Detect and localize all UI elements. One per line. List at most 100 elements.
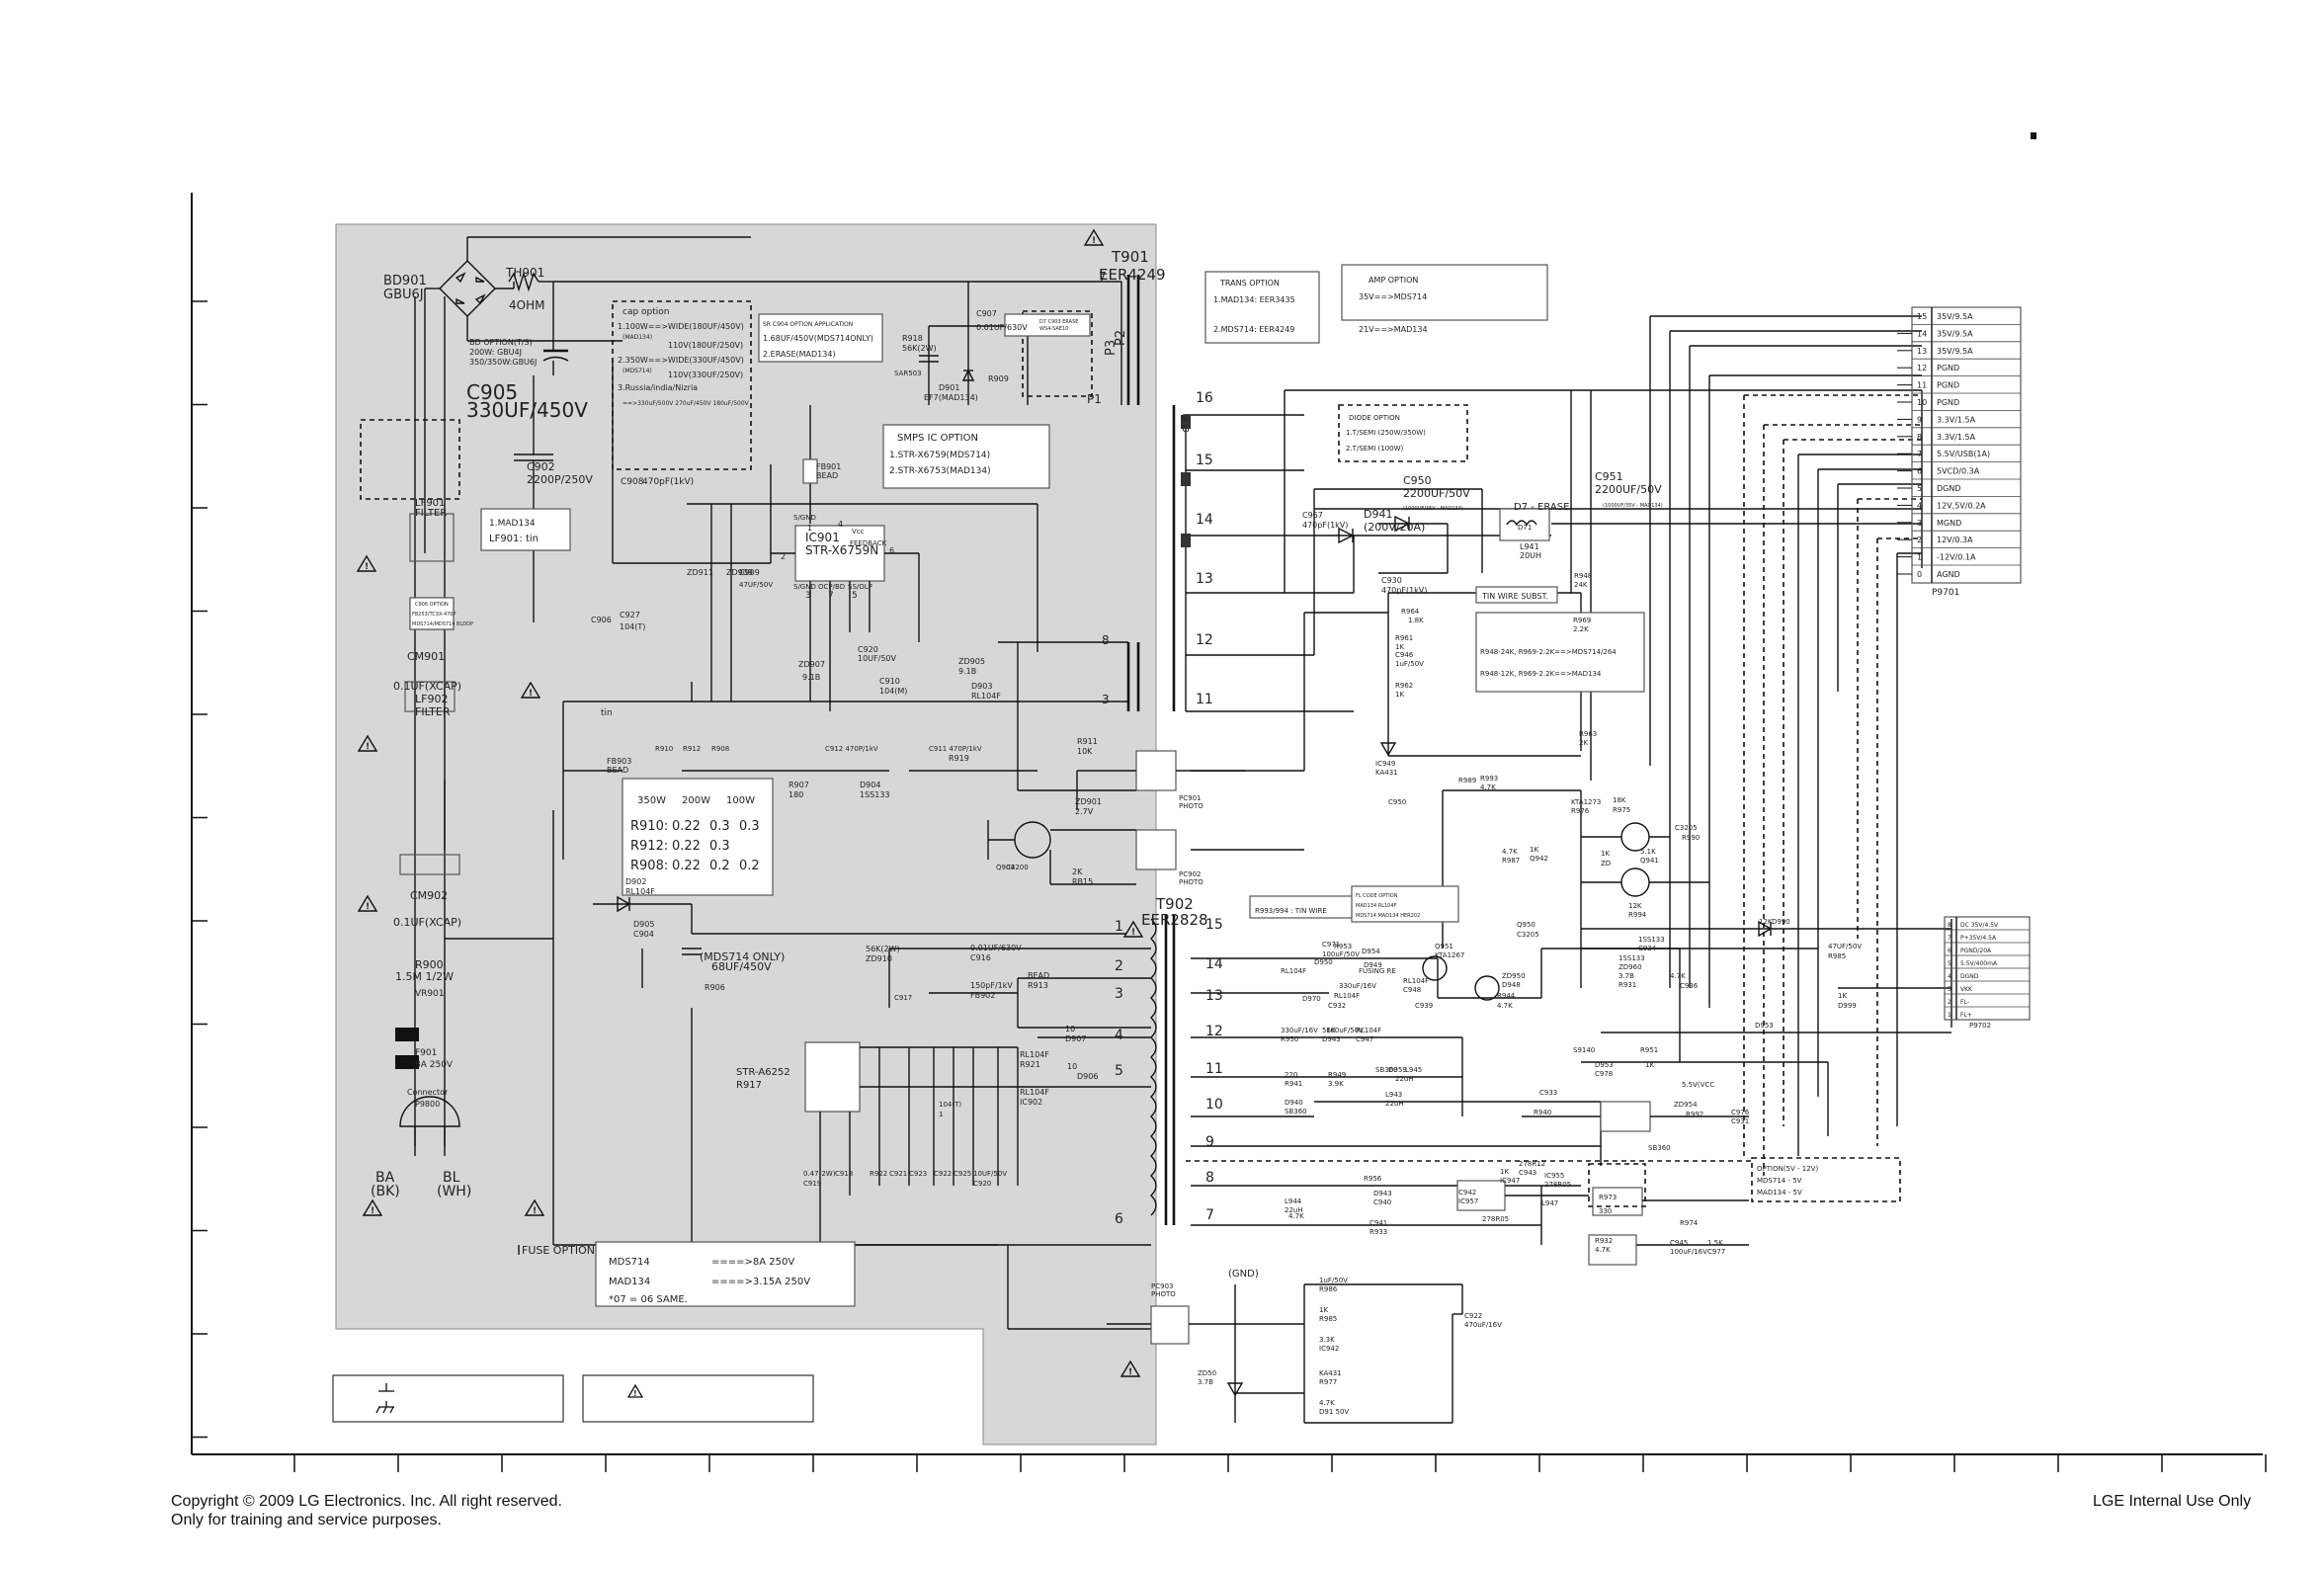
svg-text:ZD911: ZD911	[687, 568, 713, 577]
component-ref-label: SB360	[1285, 1108, 1307, 1115]
svg-text:0.2: 0.2	[709, 859, 730, 873]
svg-text:C927: C927	[620, 611, 640, 619]
svg-text:15: 15	[1205, 917, 1223, 933]
component-ref-label: 4.7K	[1670, 972, 1686, 980]
component-ref-label: 22uH	[1285, 1206, 1303, 1214]
svg-text:RB15: RB15	[1072, 877, 1093, 886]
component-ref-label: 5.1K	[1640, 848, 1656, 856]
component-ref-label: D999	[1838, 1002, 1857, 1010]
svg-text:1.100W==>WIDE(180UF/450V): 1.100W==>WIDE(180UF/450V)	[618, 322, 744, 331]
component-ref-label: D949	[1364, 961, 1382, 969]
svg-text:TH901: TH901	[505, 266, 544, 280]
component-ref-label: R961	[1395, 634, 1413, 642]
p9702-pin-number: 1	[1948, 1012, 1951, 1019]
component-ref-label: 12K	[1628, 902, 1642, 910]
svg-text:104(T): 104(T)	[620, 622, 645, 631]
p9702-pin-label: 5.5V/400mA	[1960, 960, 1998, 967]
component-ref-label: IC947	[1500, 1177, 1520, 1185]
svg-text:R948-12K, R969-2.2K==>MAD134: R948-12K, R969-2.2K==>MAD134	[1480, 670, 1602, 678]
svg-text:LF901: tin: LF901: tin	[489, 534, 539, 544]
component-ref-label: R985	[1828, 952, 1846, 960]
svg-text:16: 16	[1196, 390, 1213, 406]
svg-text:R919: R919	[949, 754, 969, 763]
svg-text:12: 12	[1205, 1024, 1223, 1039]
component-ref-label: C3205	[1517, 931, 1539, 939]
component-ref-label: 278R05	[1544, 1181, 1571, 1189]
svg-text:OCP/BD: OCP/BD	[818, 583, 845, 591]
svg-text:*07 = 06 SAME.: *07 = 06 SAME.	[609, 1294, 688, 1305]
svg-text:ZD909: ZD909	[726, 568, 753, 577]
svg-text:8A 250V: 8A 250V	[415, 1060, 454, 1070]
component-ref-label: 1K	[1530, 846, 1538, 854]
svg-text:2.MDS714: EER4249: 2.MDS714: EER4249	[1213, 325, 1294, 334]
component-ref-label: C977	[1707, 1248, 1725, 1256]
component-ref-label: C943	[1519, 1169, 1536, 1177]
svg-text:BEAD: BEAD	[816, 471, 838, 480]
svg-text:CM902: CM902	[410, 889, 448, 902]
component-ref-label: 4.7K	[1288, 1212, 1304, 1220]
component-ref-label: D91 50V	[1319, 1408, 1349, 1416]
component-ref-label: C945	[1670, 1239, 1688, 1247]
svg-text:!: !	[1131, 928, 1135, 938]
p9702-pin-number: 4	[1948, 973, 1951, 980]
svg-text:BEAD: BEAD	[1028, 971, 1049, 980]
component-ref-label: IC955	[1544, 1172, 1564, 1180]
svg-text:(1000UF/35V - MAD134): (1000UF/35V - MAD134)	[1603, 503, 1663, 509]
svg-text:2200P/250V: 2200P/250V	[527, 473, 593, 486]
svg-text:====>3.15A 250V: ====>3.15A 250V	[711, 1277, 810, 1287]
component-ref-label: Q942	[1530, 855, 1548, 863]
svg-text:MDS714 MAD134 HER202: MDS714 MAD134 HER202	[1356, 913, 1420, 919]
component-ref-label: C934	[1638, 945, 1657, 952]
svg-text:PHOTO: PHOTO	[1179, 802, 1204, 810]
component-ref-label: R951	[1640, 1046, 1658, 1054]
component-ref-label: SB360	[1648, 1144, 1671, 1152]
component-ref-label: 1uF/50V	[1319, 1277, 1348, 1284]
component-ref-label: Q951	[1435, 943, 1453, 950]
svg-text:D7 - ERASE: D7 - ERASE	[1514, 502, 1569, 513]
svg-text:(BK): (BK)	[371, 1184, 400, 1199]
svg-text:BL: BL	[443, 1170, 460, 1186]
svg-text:!: !	[365, 562, 369, 572]
component-ref-label: 1K	[1395, 643, 1404, 651]
component-ref-label: R976	[1571, 807, 1590, 815]
component-ref-label: R949	[1328, 1071, 1346, 1079]
svg-text:9: 9	[1205, 1134, 1214, 1150]
component-ref-label: C976	[1731, 1109, 1750, 1116]
training-text: Only for training and service purposes.	[171, 1512, 442, 1528]
svg-text:8: 8	[1102, 633, 1110, 647]
svg-text:1.68UF/450V(MDS714ONLY): 1.68UF/450V(MDS714ONLY)	[763, 334, 873, 343]
component-ref-label: KA431	[1375, 769, 1398, 777]
component-ref-label: C3205	[1675, 824, 1698, 832]
p9701-pin-number: 3	[1917, 519, 1922, 528]
svg-text:MDS714/MDS714 BLDDP: MDS714/MDS714 BLDDP	[412, 621, 473, 627]
svg-text:3.Russia/india/Nizria: 3.Russia/india/Nizria	[618, 383, 698, 392]
component-ref-label: 1K	[1601, 850, 1610, 858]
component-ref-label: R993	[1480, 775, 1498, 783]
component-ref-label: C942	[1458, 1189, 1476, 1197]
svg-text:C904: C904	[633, 930, 654, 939]
ground-symbol-icon	[375, 1383, 394, 1414]
svg-text:200W: 200W	[682, 795, 710, 806]
p9701-pin-number: 14	[1917, 329, 1927, 338]
svg-text:100W: 100W	[726, 795, 755, 806]
p9701-pin-number: 0	[1917, 570, 1922, 579]
t902-primary-pins: 123 456	[1115, 919, 1123, 1227]
svg-text:BA: BA	[375, 1170, 395, 1186]
copyright-text: Copyright © 2009 LG Electronics. Inc. Al…	[171, 1493, 562, 1510]
component-ref-label: 100uF/50V	[1326, 1027, 1364, 1034]
svg-text:9.1B: 9.1B	[802, 673, 820, 682]
svg-text:11: 11	[1205, 1061, 1223, 1077]
svg-text:D903: D903	[971, 682, 992, 691]
svg-text:0.22: 0.22	[672, 819, 701, 834]
svg-text:D941: D941	[1364, 508, 1392, 521]
p9701-pin-number: 12	[1917, 364, 1927, 372]
p9701-pin-label: MGND	[1937, 519, 1961, 528]
svg-text:LF902: LF902	[415, 693, 448, 705]
component-ref-label: R969	[1573, 617, 1591, 624]
secondary-labels: TRANS OPTION 1.MAD134: EER3435 2.MDS714:…	[1213, 276, 1818, 1280]
svg-text:4: 4	[838, 520, 843, 529]
svg-text:S: S	[1182, 413, 1188, 424]
component-ref-label: R975	[1613, 806, 1630, 814]
svg-text:D906: D906	[1077, 1072, 1098, 1081]
